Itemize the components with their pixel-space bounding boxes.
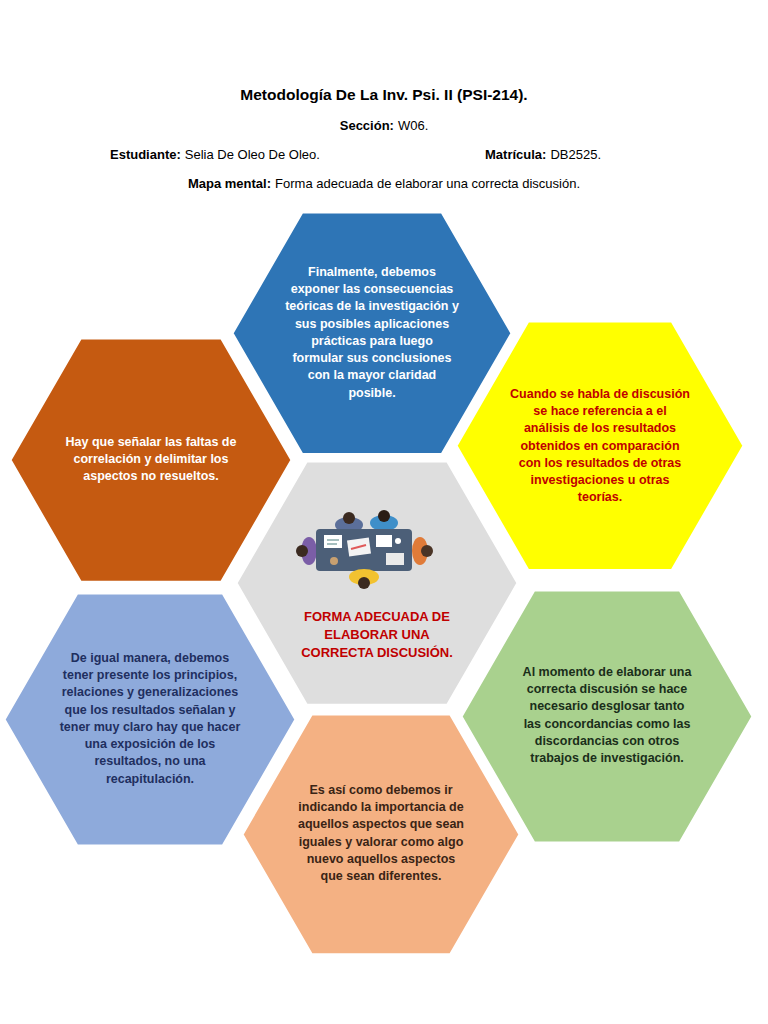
hexagon-shape	[242, 714, 520, 955]
field-name: Estudiante:	[110, 147, 181, 162]
meeting-illustration	[294, 509, 434, 589]
hexagon-shape	[236, 461, 518, 705]
hexagon-outline	[461, 590, 753, 843]
field-value: Selia De Oleo De Oleo.	[185, 147, 320, 162]
central-title: FORMA ADECUADA DE ELABORAR UNA CORRECTA …	[287, 609, 467, 663]
idea-text: Finalmente, debemos exponer las consecue…	[285, 264, 460, 402]
hexagon-outline	[456, 321, 744, 570]
text-block: Cuando se habla de discusión se hace ref…	[510, 386, 690, 507]
hexagon-outline	[242, 714, 520, 955]
idea-text: Es así como debemos ir indicando la impo…	[296, 782, 466, 886]
field-name: Sección:	[340, 118, 394, 133]
illustration-part	[358, 577, 370, 589]
field-value: W06.	[398, 118, 428, 133]
idea-hexagon: Cuando se habla de discusión se hace ref…	[456, 321, 744, 570]
illustration-part	[421, 545, 433, 557]
illustration-part	[316, 529, 412, 571]
hexagon-shape	[232, 212, 512, 454]
illustration-part	[351, 545, 366, 549]
hexagon-outline	[236, 461, 518, 705]
illustration-part	[386, 553, 404, 565]
idea-hexagon: De igual manera, debemos tener presente …	[4, 593, 296, 846]
text-block: De igual manera, debemos tener presente …	[58, 650, 243, 788]
illustration-part	[343, 512, 355, 524]
illustration-part	[395, 538, 401, 544]
illustration-part	[378, 510, 390, 522]
illustration-part	[324, 535, 342, 548]
hexagon-outline	[4, 593, 296, 846]
central-hexagon: FORMA ADECUADA DE ELABORAR UNA CORRECTA …	[236, 461, 518, 705]
text-block: Hay que señalar las faltas de correlació…	[56, 434, 246, 486]
page-title: Metodología De La Inv. Psi. II (PSI-214)…	[0, 86, 768, 104]
header-line: Mapa mental: Forma adecuada de elaborar u…	[0, 176, 768, 191]
text-block: Es así como debemos ir indicando la impo…	[296, 782, 466, 886]
field-value: Forma adecuada de elaborar una correcta …	[275, 176, 580, 191]
header-line: Matrícula: DB2525.	[485, 147, 601, 162]
idea-text: De igual manera, debemos tener presente …	[58, 650, 243, 788]
text-block: Finalmente, debemos exponer las consecue…	[285, 264, 460, 402]
illustration-part	[296, 545, 308, 557]
idea-hexagon: Finalmente, debemos exponer las consecue…	[232, 212, 512, 454]
field-name: Mapa mental:	[188, 176, 271, 191]
field-name: Matrícula:	[485, 147, 546, 162]
hexagon-outline	[232, 212, 512, 454]
illustration-part	[327, 543, 337, 545]
hexagon-shape	[461, 590, 753, 843]
idea-hexagon: Al momento de elaborar una correcta disc…	[461, 590, 753, 843]
illustration-part	[347, 537, 371, 556]
idea-text: Hay que señalar las faltas de correlació…	[56, 434, 246, 486]
hexagon-shape	[4, 593, 296, 846]
illustration-part	[376, 535, 392, 547]
illustration-part	[327, 539, 339, 541]
header-line: Estudiante: Selia De Oleo De Oleo.	[110, 147, 320, 162]
idea-text: Al momento de elaborar una correcta disc…	[520, 664, 695, 768]
idea-text: Cuando se habla de discusión se hace ref…	[510, 386, 690, 507]
hexagon-outline	[10, 338, 292, 582]
idea-hexagon: Es así como debemos ir indicando la impo…	[242, 714, 520, 955]
field-value: DB2525.	[550, 147, 601, 162]
idea-hexagon: Hay que señalar las faltas de correlació…	[10, 338, 292, 582]
header-line: Sección: W06.	[0, 118, 768, 133]
illustration-part	[330, 557, 338, 565]
illustration-part	[296, 510, 433, 589]
text-block: FORMA ADECUADA DE ELABORAR UNA CORRECTA …	[287, 609, 467, 663]
text-block: Al momento de elaborar una correcta disc…	[520, 664, 695, 768]
